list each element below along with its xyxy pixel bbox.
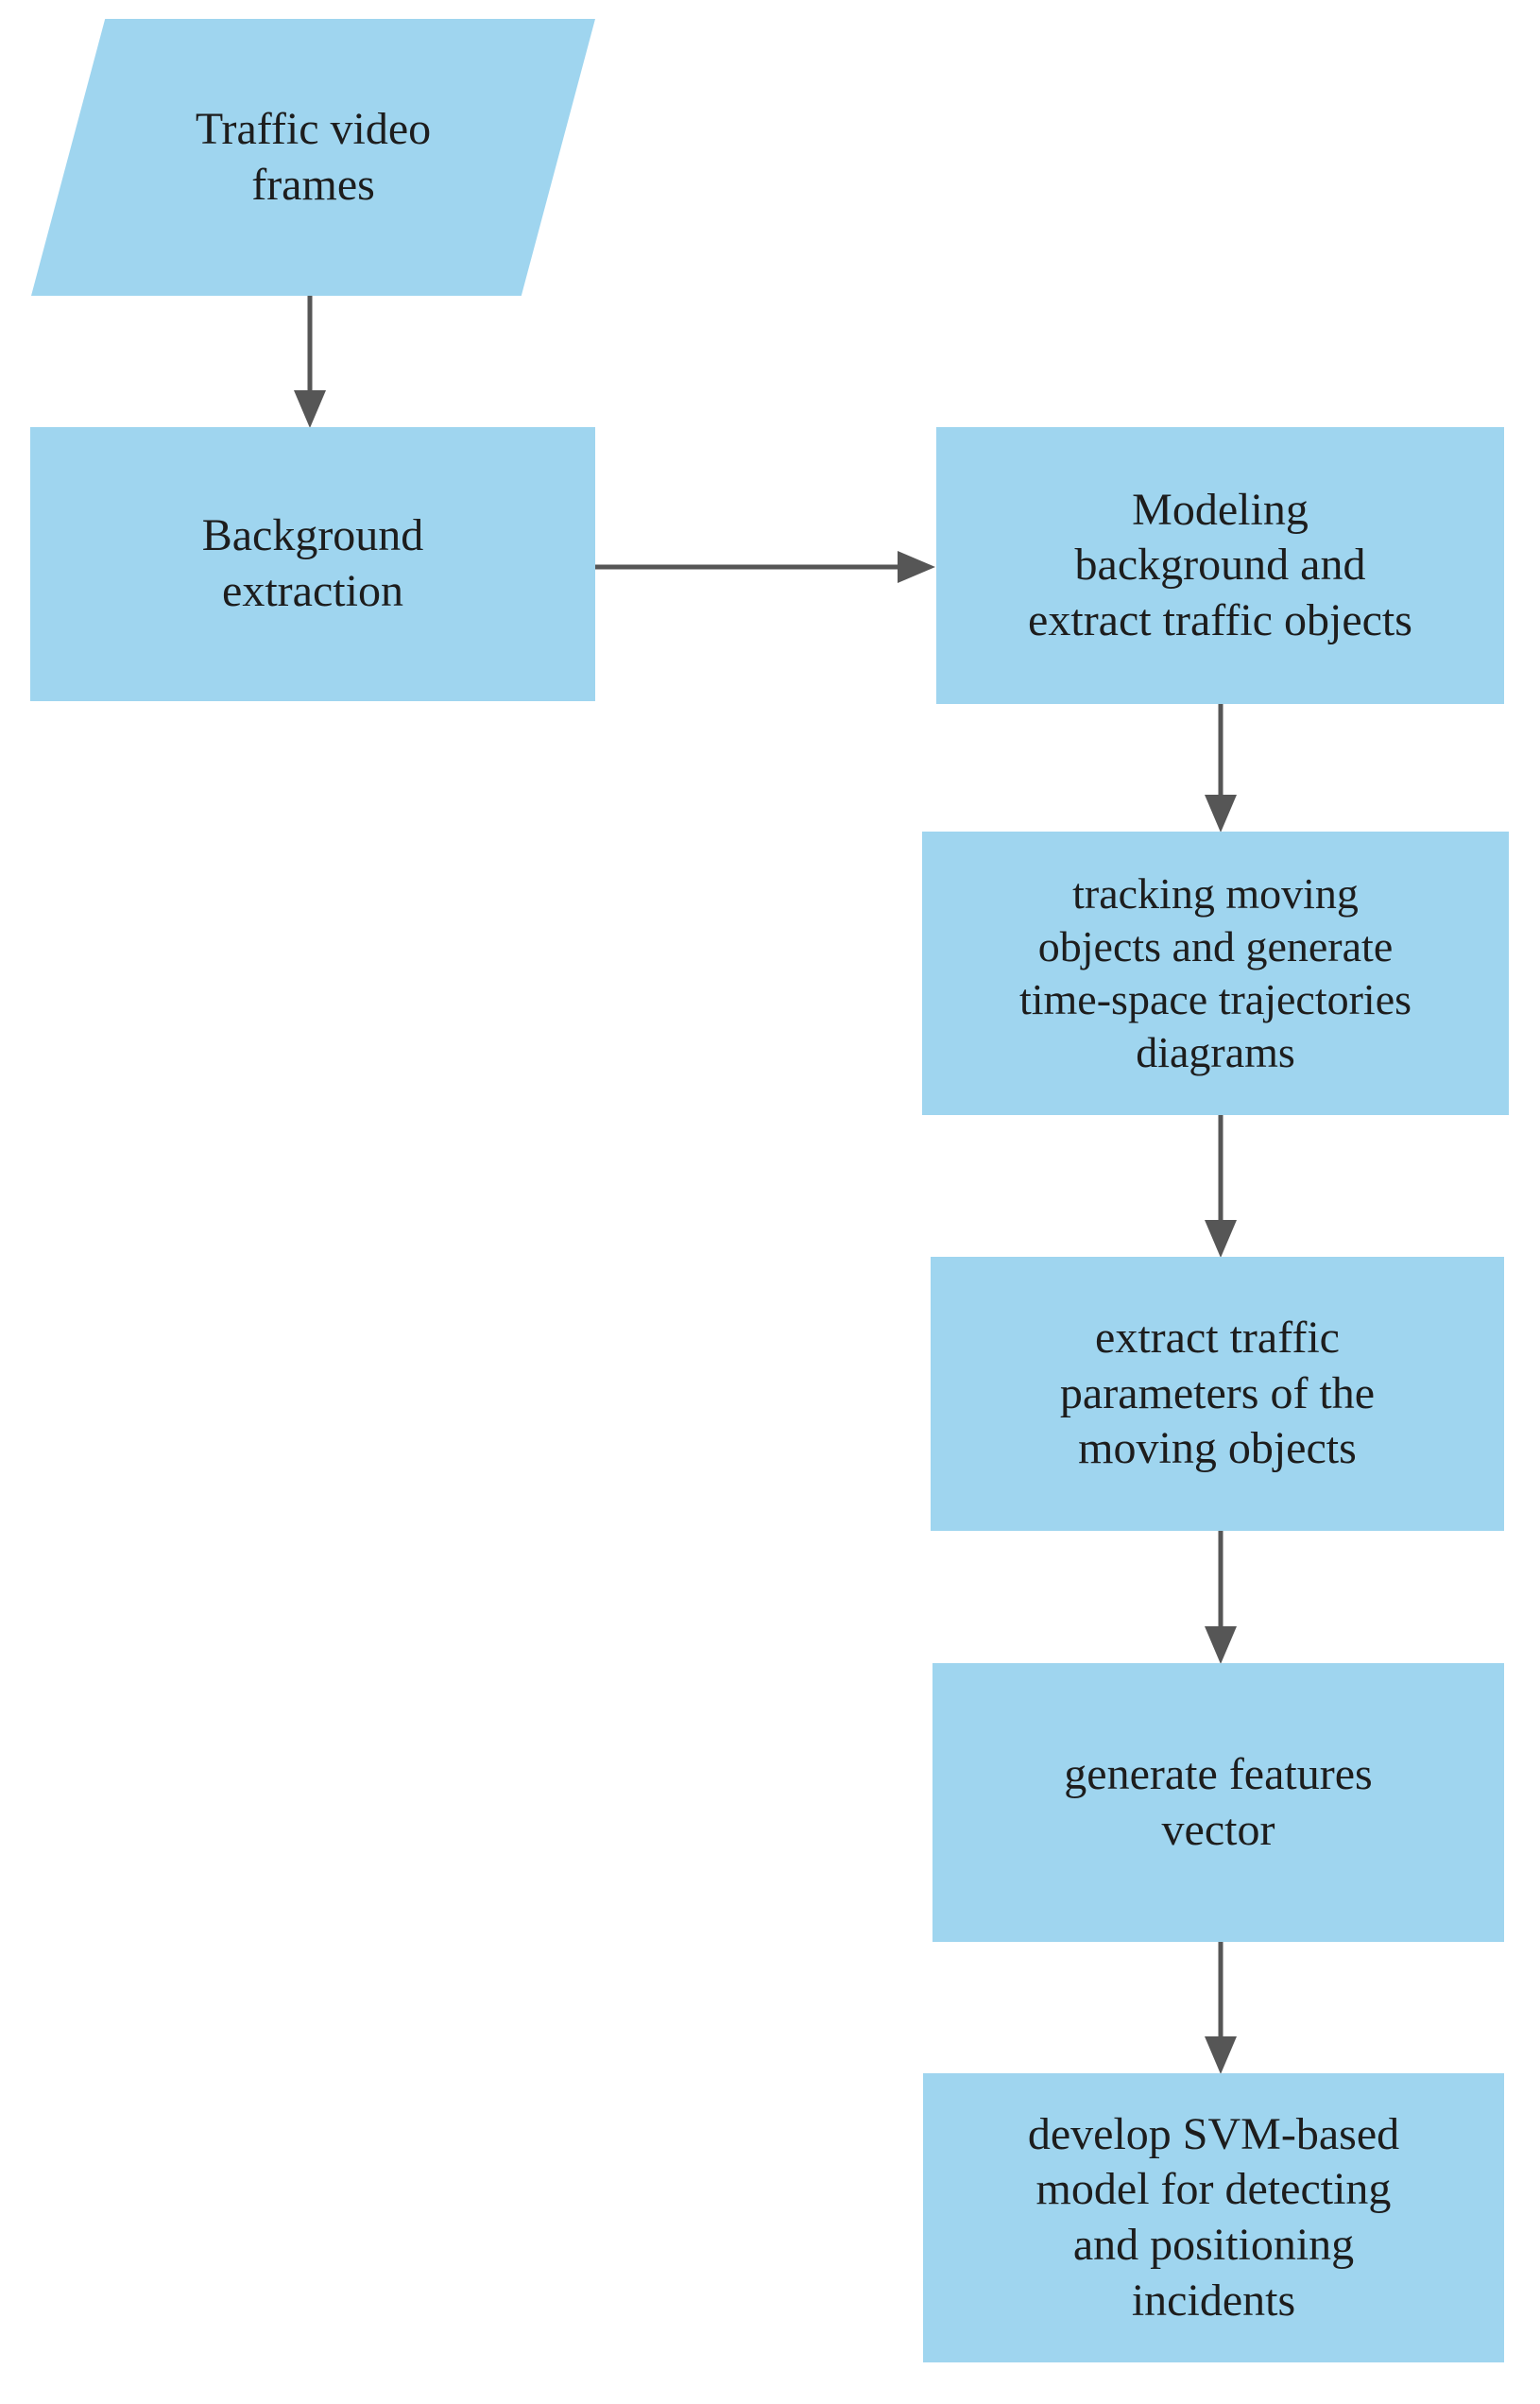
edge-parameters-to-features (1205, 1531, 1237, 1666)
node-modeling-background-extract-objects[interactable]: Modeling background and extract traffic … (936, 427, 1504, 704)
node-label-traffic-video-frames: Traffic video frames (195, 103, 432, 210)
node-extract-traffic-parameters[interactable]: extract traffic parameters of the moving… (931, 1257, 1504, 1531)
edge-modeling-to-tracking (1205, 704, 1237, 834)
edge-features-to-svm (1205, 1942, 1237, 2076)
edge-frames-to-extraction (294, 296, 326, 430)
node-label-tracking-moving-objects: tracking moving objects and generate tim… (1018, 868, 1412, 1077)
node-develop-svm-model[interactable]: develop SVM-based model for detecting an… (923, 2073, 1504, 2362)
node-traffic-video-frames[interactable]: Traffic video frames (31, 19, 595, 296)
node-generate-features-vector[interactable]: generate features vector (933, 1663, 1504, 1942)
node-label-extract-traffic-parameters: extract traffic parameters of the moving… (1059, 1313, 1376, 1474)
edge-extraction-to-modeling (595, 551, 937, 583)
node-label-modeling-background-extract-objects: Modeling background and extract traffic … (1028, 484, 1412, 645)
node-tracking-moving-objects[interactable]: tracking moving objects and generate tim… (922, 832, 1509, 1115)
node-label-background-extraction: Background extraction (201, 510, 424, 616)
node-background-extraction[interactable]: Background extraction (30, 427, 595, 701)
edge-tracking-to-parameters (1205, 1115, 1237, 1260)
node-label-develop-svm-model: develop SVM-based model for detecting an… (1027, 2108, 1400, 2326)
parallelogram-shape (31, 19, 595, 296)
node-label-generate-features-vector: generate features vector (1064, 1748, 1373, 1855)
